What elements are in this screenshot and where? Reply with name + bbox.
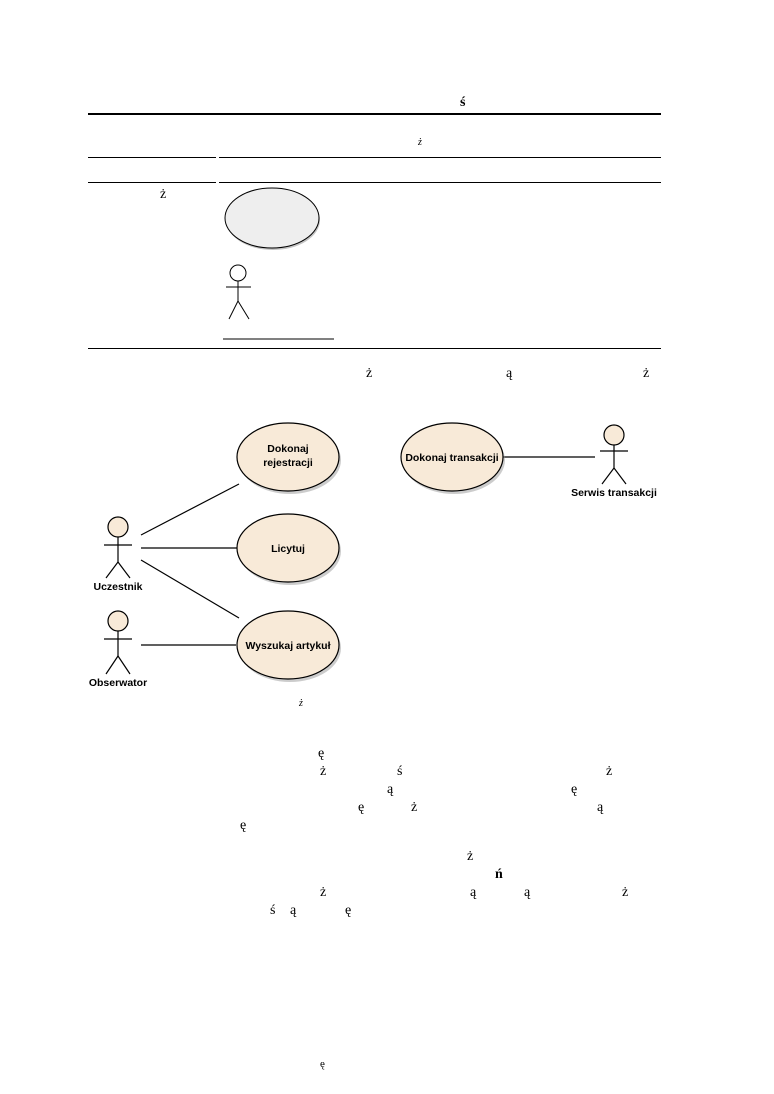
- para2-l1-glyph-1: ż: [467, 849, 474, 864]
- use-case-label-dokonaj: Dokonaj: [267, 443, 309, 455]
- para1-l1-glyph-1: ę: [318, 746, 325, 761]
- para2-l3-glyph-1: ż: [320, 885, 327, 900]
- para1-l4-glyph-3: ą: [597, 800, 604, 815]
- use-case-label-wyszukaj: Wyszukaj artykuł: [245, 640, 330, 652]
- actor-obserwator-icon: [104, 610, 132, 675]
- para2-l4-glyph-3: ę: [345, 903, 352, 918]
- assoc-uczestnik-rejestracja: [140, 483, 240, 536]
- para2-l4-glyph-1: ś: [270, 903, 276, 918]
- para2-l3-glyph-3: ą: [524, 885, 531, 900]
- para2-l3-glyph-4: ż: [622, 885, 629, 900]
- para1-l2-glyph-2: ś: [397, 764, 403, 779]
- figure-caption-glyph: ż: [299, 698, 303, 709]
- table-rule-2: [88, 157, 661, 158]
- para2-l4-glyph-2: ą: [290, 903, 297, 918]
- table-rule-3: [88, 182, 661, 183]
- para1-l3-glyph-1: ą: [387, 782, 394, 797]
- legend-use-case-ellipse-body: [224, 187, 320, 249]
- actor-label-obserwator: Obserwator: [89, 677, 147, 689]
- actor-label-serwis-transakcji: Serwis transakcji: [571, 487, 657, 499]
- para1-l4-glyph-2: ż: [411, 800, 418, 815]
- para1-l2-glyph-1: ż: [320, 764, 327, 779]
- actor-label-uczestnik: Uczestnik: [93, 581, 142, 593]
- table-bottom-rule: [88, 348, 661, 349]
- use-case-label-dokonaj-transakcji: Dokonaj transakcji: [405, 452, 498, 464]
- para1-l5-glyph-1: ę: [240, 818, 247, 833]
- line1-glyph-3: ż: [643, 366, 650, 381]
- para2-l2-glyph-1: ń: [495, 867, 503, 882]
- use-case-label-rejestracji: rejestracji: [263, 457, 313, 469]
- footer-glyph: ę: [320, 1058, 325, 1070]
- use-case-dokonaj-rejestracji: Dokonaj rejestracji: [236, 422, 341, 494]
- table-legend-shapes: [223, 187, 334, 340]
- para1-l2-glyph-3: ż: [606, 764, 613, 779]
- use-case-dokonaj-transakcji: Dokonaj transakcji: [400, 422, 505, 494]
- para1-l4-glyph-1: ę: [358, 800, 365, 815]
- use-case-wyszukaj-artykul: Wyszukaj artykuł: [236, 610, 341, 682]
- para1-l3-glyph-2: ę: [571, 782, 578, 797]
- table-row-label-glyph: ż: [160, 187, 167, 202]
- use-case-licytuj: Licytuj: [236, 513, 341, 585]
- use-case-diagram: Dokonaj rejestracji Licytuj Wyszukaj art…: [89, 422, 657, 689]
- table-column-divider: [216, 157, 219, 350]
- legend-actor-icon: [226, 264, 251, 320]
- para2-l3-glyph-2: ą: [470, 885, 477, 900]
- table-top-rule: [88, 113, 661, 115]
- actor-uczestnik-icon: [104, 516, 132, 579]
- use-case-label-licytuj: Licytuj: [271, 543, 305, 555]
- actor-serwis-transakcji-icon: [600, 424, 628, 485]
- table-subheader-glyph: ż: [418, 137, 422, 148]
- line1-glyph-2: ą: [506, 366, 513, 381]
- table-header-glyph: ś: [460, 95, 466, 110]
- assoc-uczestnik-wyszukaj: [140, 559, 240, 619]
- line1-glyph-1: ż: [366, 366, 373, 381]
